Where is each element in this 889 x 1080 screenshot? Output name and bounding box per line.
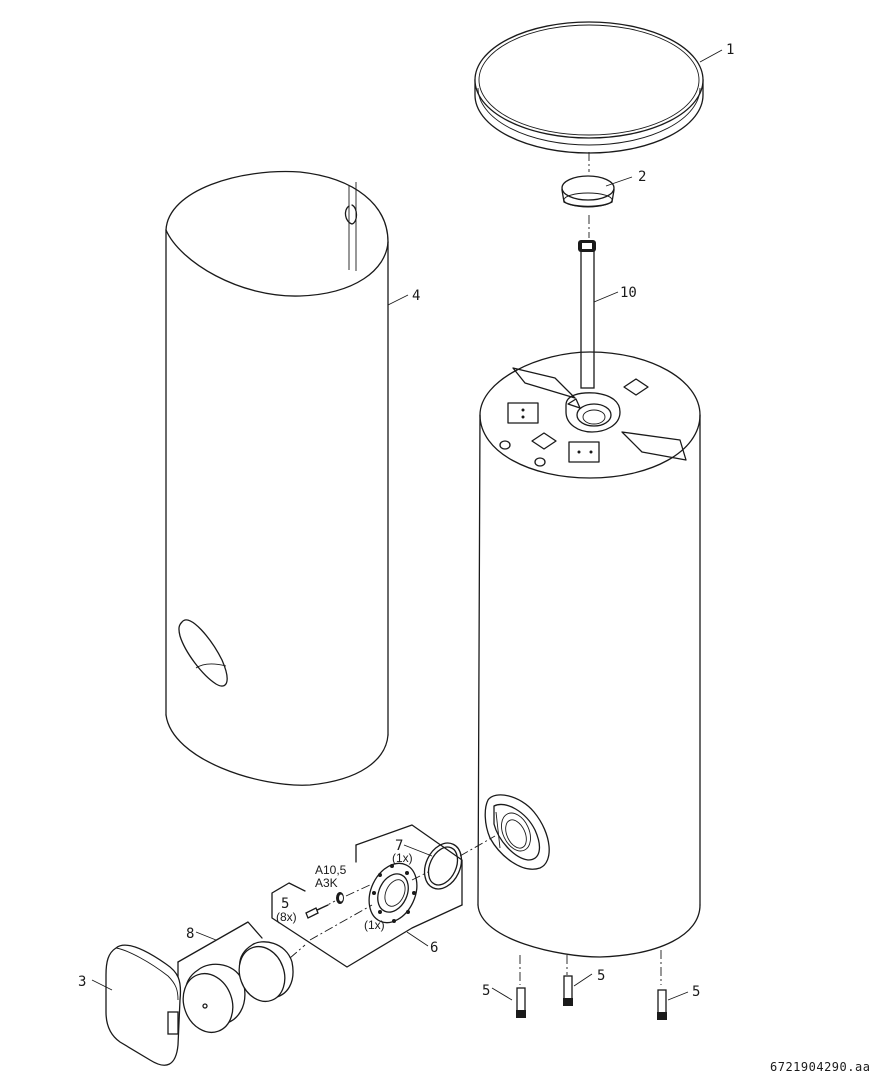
callout-5-bottom-right: 5: [692, 984, 700, 1000]
callout-3: 3: [78, 974, 86, 990]
part-4-jacket: [165, 170, 389, 786]
part-2-plug: [561, 175, 615, 238]
part-6-group-frame: [271, 824, 463, 968]
quantity-screws: (8x): [276, 910, 297, 924]
small-anode: [336, 892, 344, 904]
leader-lines: [91, 49, 723, 1001]
center-lines: [289, 835, 496, 959]
bottom-screws: [516, 950, 667, 1020]
drawing-code: 6721904290.aa: [770, 1060, 870, 1074]
flange: [368, 862, 418, 924]
anode-label-line2: A3K: [315, 876, 338, 890]
callout-4: 4: [412, 288, 420, 304]
part-1-top-cover: [474, 21, 704, 172]
anode-label-line1: A10,5: [315, 863, 347, 877]
part-3-cover-plate: [105, 944, 182, 1066]
part-7-gasket: [423, 842, 463, 890]
callout-5-left: 5: [281, 896, 289, 912]
callouts: 1 2 4 10 3 8 7 6 5 5 5 5 (8x) (1x) (1x) …: [78, 42, 870, 1074]
callout-5-bottom-left: 5: [482, 983, 490, 999]
part-10-anode-rod: [578, 240, 596, 389]
part-8-caps: [177, 921, 294, 1034]
callout-5-bottom-mid: 5: [597, 968, 605, 984]
tank-body: [477, 351, 701, 958]
callout-6: 6: [430, 940, 438, 956]
callout-10: 10: [620, 285, 637, 301]
quantity-flange: (1x): [364, 918, 385, 932]
callout-2: 2: [638, 169, 646, 185]
callout-7: 7: [395, 838, 403, 854]
callout-1: 1: [726, 42, 734, 58]
quantity-gasket: (1x): [392, 851, 413, 865]
callout-8: 8: [186, 926, 194, 942]
